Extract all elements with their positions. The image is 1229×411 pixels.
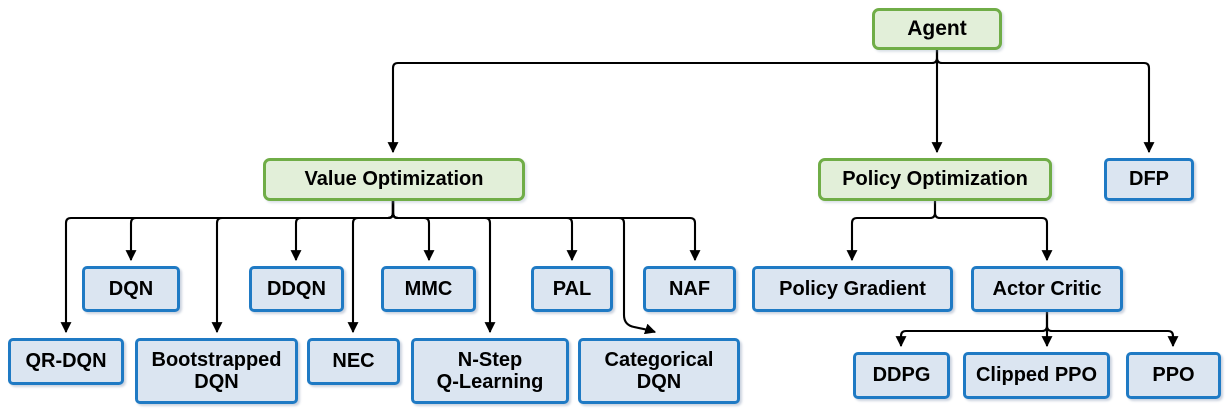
node-nec[interactable]: NEC — [307, 338, 400, 385]
node-pal-label: PAL — [552, 277, 592, 300]
node-dqn[interactable]: DQN — [82, 266, 180, 312]
node-naf[interactable]: NAF — [643, 266, 736, 312]
node-dfp-label: DFP — [1129, 168, 1169, 191]
node-actor-critic-label: Actor Critic — [992, 277, 1102, 300]
edge-policy-optimization-actor-critic — [933, 201, 1053, 262]
node-value-optimization-label: Value Optimization — [304, 168, 484, 191]
node-pal[interactable]: PAL — [531, 266, 613, 312]
edge-agent-value-optimization — [387, 50, 939, 154]
node-mmc[interactable]: MMC — [381, 266, 476, 312]
edge-value-optimization-ddqn — [290, 201, 395, 262]
edge-value-optimization-dqn — [125, 201, 395, 262]
node-ddqn-label: DDQN — [267, 277, 326, 300]
node-clipped-ppo[interactable]: Clipped PPO — [963, 352, 1110, 399]
edge-group-actor-critic — [895, 312, 1179, 348]
node-clipped-ppo-label: Clipped PPO — [975, 364, 1098, 387]
edge-agent-dfp — [935, 50, 1155, 154]
edge-group-policy-optimization — [846, 201, 1053, 262]
node-agent-label: Agent — [907, 17, 967, 41]
edge-actor-critic-ppo — [1045, 312, 1179, 348]
edge-value-optimization-mmc — [391, 201, 435, 262]
edge-group-agent — [387, 50, 1155, 154]
node-actor-critic[interactable]: Actor Critic — [971, 266, 1123, 312]
node-value-optimization[interactable]: Value Optimization — [263, 158, 525, 201]
node-qr-dqn-label: QR-DQN — [25, 350, 107, 373]
node-ddpg-label: DDPG — [872, 364, 931, 387]
node-policy-optimization-label: Policy Optimization — [842, 168, 1028, 191]
node-nec-label: NEC — [332, 350, 375, 373]
edge-actor-critic-ddpg — [895, 312, 1049, 348]
node-dqn-label: DQN — [108, 277, 154, 300]
node-policy-optimization[interactable]: Policy Optimization — [818, 158, 1052, 201]
node-policy-gradient[interactable]: Policy Gradient — [752, 266, 953, 312]
edge-value-optimization-pal — [391, 201, 578, 262]
edge-policy-optimization-policy-gradient — [846, 201, 937, 262]
node-policy-gradient-label: Policy Gradient — [779, 277, 926, 300]
node-agent[interactable]: Agent — [872, 8, 1002, 50]
node-ddpg[interactable]: DDPG — [853, 352, 950, 399]
node-naf-label: NAF — [668, 277, 711, 300]
node-ppo-label: PPO — [1152, 364, 1195, 387]
node-dfp[interactable]: DFP — [1104, 158, 1194, 201]
node-ppo[interactable]: PPO — [1126, 352, 1221, 399]
node-ddqn[interactable]: DDQN — [249, 266, 344, 312]
node-qr-dqn[interactable]: QR-DQN — [8, 338, 124, 385]
node-mmc-label: MMC — [404, 277, 453, 300]
edge-value-optimization-naf — [391, 201, 701, 262]
